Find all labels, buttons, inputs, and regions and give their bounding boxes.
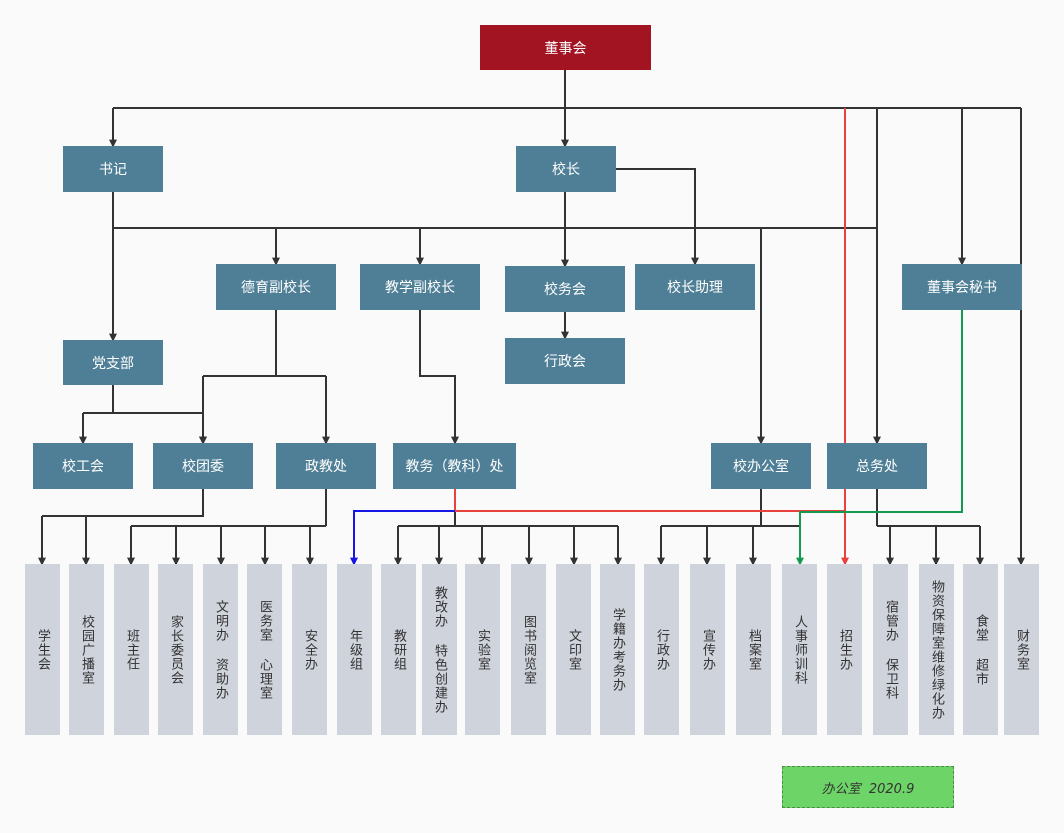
node-political-office: 政教处 [276,443,376,489]
leaf-unit: 校园广播室 [69,564,104,735]
leaf-unit: 学籍办考务办 [600,564,635,735]
leaf-unit: 行政办 [644,564,679,735]
edge-to-assistant [615,168,699,266]
node-school-council: 校务会 [505,266,625,312]
leaf-unit: 教研组 [381,564,416,735]
leaf-unit: 安全办 [292,564,327,735]
node-academic-office: 教务（教科）处 [393,443,516,489]
edge-party-branch [83,385,203,443]
node-teaching-vp: 教学副校长 [360,264,480,310]
node-moral-vp: 德育副校长 [216,264,336,310]
leaf-unit: 实验室 [465,564,500,735]
leaf-unit: 教改办 特色创建办 [422,564,457,735]
edge-teaching-academic [419,310,459,445]
node-secretary: 书记 [63,146,163,192]
edge-board-general-affairs [565,107,881,445]
leaf-unit: 招生办 [827,564,862,735]
node-labor-union: 校工会 [33,443,133,489]
leaf-unit: 宣传办 [690,564,725,735]
leaf-unit: 文明办 资助办 [203,564,238,735]
leaf-unit: 家长委员会 [158,564,193,735]
node-principal: 校长 [516,146,616,192]
node-principal-office: 校办公室 [711,443,811,489]
node-party-branch: 党支部 [63,340,163,385]
edge-red-academic [454,489,845,512]
leaf-unit: 物资保障室维修绿化办 [919,564,954,735]
leaf-unit: 食堂 超市 [963,564,998,735]
node-board: 董事会 [480,25,651,70]
leaf-unit: 年级组 [337,564,372,735]
edge-green-hr [796,310,963,566]
leaf-unit: 学生会 [25,564,60,735]
node-admin-council: 行政会 [505,338,625,384]
node-general-affairs: 总务处 [827,443,927,489]
leaf-unit: 财务室 [1004,564,1039,735]
leaf-unit: 文印室 [556,564,591,735]
leaf-unit: 档案室 [736,564,771,735]
leaf-unit: 医务室 心理室 [247,564,282,735]
leaf-unit: 宿管办 保卫科 [873,564,908,735]
node-principal-assistant: 校长助理 [635,264,755,310]
leaf-unit: 人事师训科 [782,564,817,735]
edge-blue-grade [350,510,455,566]
office-note: 办公室 2020.9 [782,766,954,808]
node-board-secretary: 董事会秘书 [902,264,1022,310]
node-youth-league: 校团委 [153,443,253,489]
leaf-unit: 图书阅览室 [511,564,546,735]
leaf-unit: 班主任 [114,564,149,735]
edge-league-leaves [42,489,204,517]
